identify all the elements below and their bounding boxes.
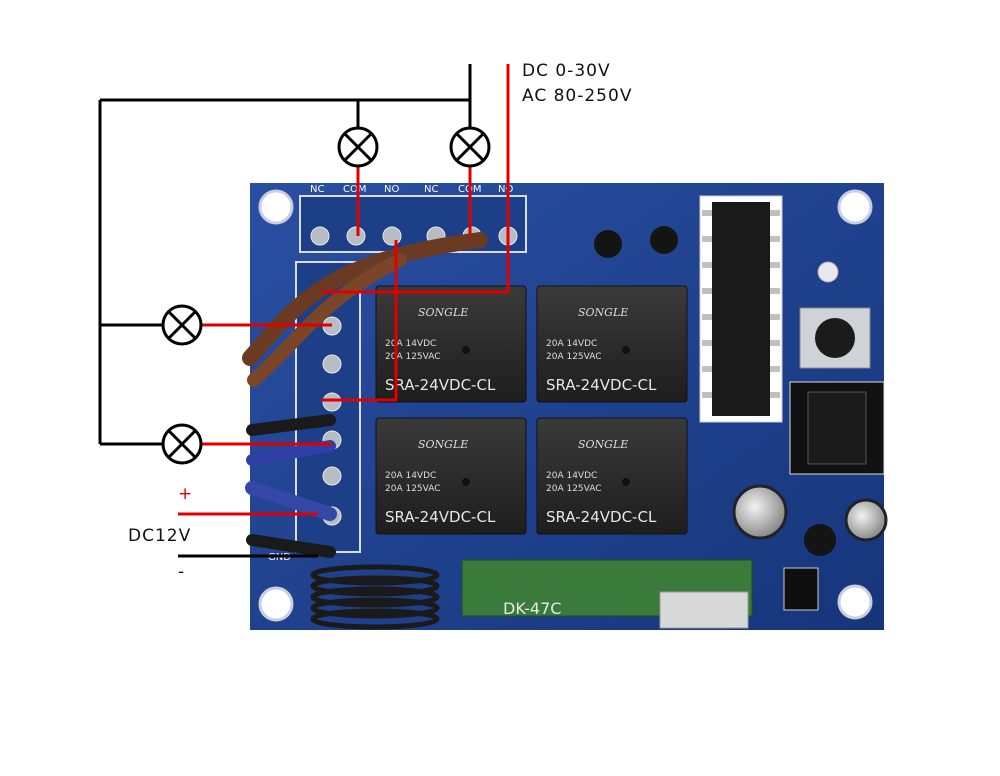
rf-module: DK-47C (461, 559, 753, 629)
relay-1: SONGLE 20A 14VDC 20A 125VAC SRA-24VDC-CL (375, 285, 527, 403)
relay-3: SONGLE 20A 14VDC 20A 125VAC SRA-24VDC-CL (375, 417, 527, 535)
relay-rating-2: 20A 125VAC (546, 352, 602, 362)
terminal-label-nc: NC (310, 184, 324, 195)
lamp-icon (337, 126, 379, 168)
ic-socket-small (789, 381, 885, 475)
relay-2: SONGLE 20A 14VDC 20A 125VAC SRA-24VDC-CL (536, 285, 688, 403)
terminal-label-com: COM (343, 184, 366, 195)
lamp-icon (161, 304, 203, 346)
mount-hole (258, 586, 294, 622)
transistor (804, 524, 836, 556)
terminal-label-no: NO (384, 184, 399, 195)
power-plus-label: + (178, 484, 194, 504)
wire-brown-2 (247, 253, 407, 387)
transistor (594, 230, 622, 258)
lamp-icon (449, 126, 491, 168)
wire-black-2 (246, 534, 336, 558)
jumper-header (783, 567, 819, 611)
relay-brand: SONGLE (578, 438, 628, 451)
ic-chip (699, 195, 783, 423)
relay-rating-2: 20A 125VAC (385, 352, 441, 362)
relay-rating-1: 20A 14VDC (385, 471, 436, 481)
relay-brand: SONGLE (418, 438, 468, 451)
lamp-icon (161, 423, 203, 465)
supply-label-dc: DC 0-30V (522, 61, 611, 81)
relay-rating-1: 20A 14VDC (546, 339, 597, 349)
relay-model: SRA-24VDC-CL (546, 376, 657, 394)
relay-rating-2: 20A 125VAC (546, 484, 602, 494)
capacitor-small (844, 498, 888, 542)
mount-hole (837, 189, 873, 225)
relay-rating-1: 20A 14VDC (385, 339, 436, 349)
relay-rating-2: 20A 125VAC (385, 484, 441, 494)
relay-brand: SONGLE (578, 306, 628, 319)
mount-hole (837, 584, 873, 620)
terminal-label-no-2: NO (498, 184, 513, 195)
push-button (799, 307, 871, 369)
relay-4: SONGLE 20A 14VDC 20A 125VAC SRA-24VDC-CL (536, 417, 688, 535)
power-voltage-label: DC12V (128, 526, 192, 546)
transistor (650, 226, 678, 254)
power-minus-label: - (178, 562, 186, 582)
relay-brand: SONGLE (418, 306, 468, 319)
wire-blue-2 (245, 481, 337, 521)
wire-blue-1 (246, 440, 336, 466)
antenna-coil (310, 564, 440, 630)
terminal-block-top (299, 195, 527, 253)
mount-hole (258, 189, 294, 225)
wire-black-1 (246, 414, 336, 436)
relay-rating-1: 20A 14VDC (546, 471, 597, 481)
capacitor-large (732, 484, 788, 540)
led (817, 261, 839, 283)
relay-model: SRA-24VDC-CL (385, 508, 496, 526)
board-label: DK-47C (503, 599, 561, 618)
terminal-label-nc-2: NC (424, 184, 438, 195)
line-wiring (178, 64, 510, 516)
supply-label-ac: AC 80-250V (522, 86, 633, 106)
relay-model: SRA-24VDC-CL (385, 376, 496, 394)
neutral-wiring (98, 64, 472, 558)
relay-model: SRA-24VDC-CL (546, 508, 657, 526)
wire-brown-1 (242, 232, 488, 366)
